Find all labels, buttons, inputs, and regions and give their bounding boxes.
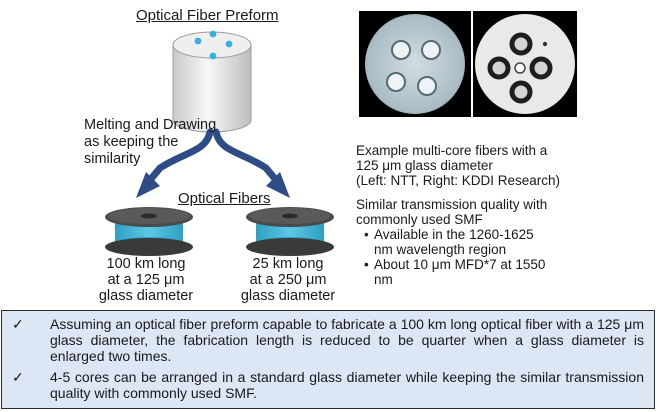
similar-quality-line: Similar transmission quality with [356,197,548,212]
ntt-core [391,40,411,60]
summary-text: 4-5 cores can be arranged in a standard … [50,369,644,401]
kddi-center-core [514,62,526,74]
spool-100km-caption: 100 km long at a 125 μm glass diameter [86,256,206,304]
spool-25km-caption: 25 km long at a 250 μm glass diameter [228,256,348,304]
caption-line: at a 125 μm [107,272,185,288]
process-label-line: similarity [84,151,141,167]
ntt-core [417,76,437,96]
preform-core [194,37,202,45]
kddi-core [487,56,511,80]
kddi-core [509,32,533,56]
photo-ntt-fiber [359,11,471,117]
caption-line: glass diameter [98,288,194,304]
caption-line: 100 km long [106,256,186,272]
summary-text: Assuming an optical fiber preform capabl… [50,316,644,364]
process-label-line: Melting and Drawing [84,117,217,133]
example-caption-line: Example multi-core fibers with a [356,143,548,158]
feature-item: Available in the 1260-1625 nm wavelength… [356,227,596,257]
caption-line: 25 km long [252,256,324,272]
kddi-marker [542,41,548,47]
preform-core [225,40,233,48]
ntt-core [421,40,441,60]
photo-kddi-fiber [473,11,577,117]
caption-line: glass diameter [240,288,336,304]
example-caption-line: (Left: NTT, Right: KDDI Research) [356,173,561,188]
fibers-title: Optical Fibers [178,190,271,207]
preform-cores [194,30,233,60]
checkmark-icon: ✓ [12,369,24,385]
preform-core [209,52,217,60]
similar-quality-line: commonly used SMF [356,212,483,227]
kddi-core [529,56,553,80]
process-label: Melting and Drawing as keeping the simil… [84,117,254,168]
spool-100km [105,207,193,256]
checkmark-icon: ✓ [12,316,24,332]
fiber-description: Example multi-core fibers with a 125 μm … [356,143,596,287]
spool-25km [246,207,334,256]
feature-list: Available in the 1260-1625 nm wavelength… [356,227,596,287]
caption-line: at a 250 μm [249,272,327,288]
kddi-core [509,80,533,104]
feature-item: About 10 μm MFD*7 at 1550 nm [356,257,596,287]
process-label-line: as keeping the [84,134,179,150]
preform-title: Optical Fiber Preform [136,7,279,24]
ntt-core [386,72,406,92]
example-caption-line: 125 μm glass diameter [356,158,493,173]
split-arrows [136,128,290,198]
preform-core [209,30,217,38]
summary-box: ✓ Assuming an optical fiber preform capa… [1,310,655,409]
